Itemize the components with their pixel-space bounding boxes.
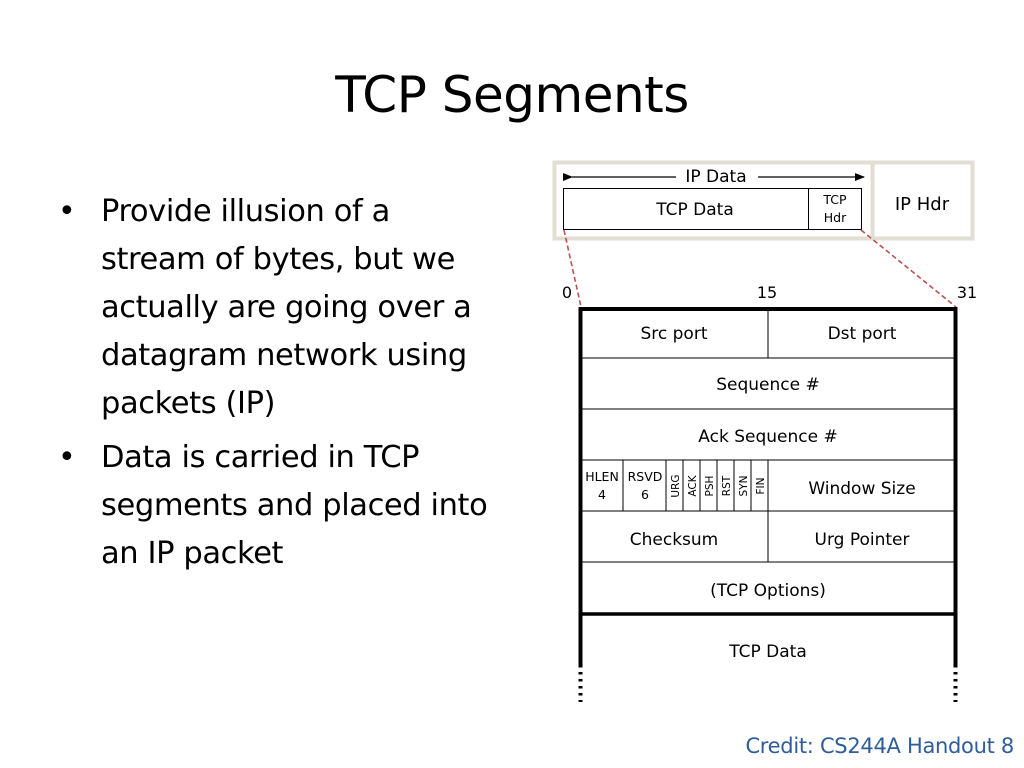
- urg-pointer-label: Urg Pointer: [815, 530, 910, 550]
- ip-data-label: IP Data: [685, 167, 746, 187]
- ack-sequence-label: Ack Sequence #: [698, 427, 837, 447]
- tcp-data-label: TCP Data: [655, 200, 734, 220]
- flag-urg: URG: [670, 474, 682, 497]
- slide-title: TCP Segments: [335, 66, 689, 124]
- hlen-label: HLEN: [585, 469, 619, 484]
- tcp-header-table: Src port Dst port Sequence # Ack Sequenc…: [578, 307, 958, 702]
- window-size-label: Window Size: [808, 479, 915, 499]
- bullet-icon: •: [58, 194, 76, 229]
- connector-right: [860, 229, 957, 308]
- flag-rst: RST: [721, 475, 733, 496]
- bit-index-31: 31: [957, 283, 977, 302]
- tcp-hdr-label-line1: TCP: [822, 192, 847, 207]
- tcp-data-box: [563, 188, 809, 230]
- bit-index-15: 15: [757, 283, 777, 302]
- bullet-text: Provide illusion of a stream of bytes, b…: [101, 194, 472, 421]
- ip-hdr-label: IP Hdr: [895, 194, 950, 215]
- ip-packet: IP Data TCP Data TCP Hdr IP Hdr: [552, 160, 975, 241]
- flag-psh: PSH: [704, 476, 716, 497]
- credit-text: Credit: CS244A Handout 8: [745, 734, 1014, 758]
- flag-syn: SYN: [738, 476, 750, 497]
- tcp-hdr-label-line2: Hdr: [824, 210, 847, 225]
- bullet-item: • Provide illusion of a stream of bytes,…: [58, 188, 503, 428]
- rsvd-label: RSVD: [628, 469, 663, 484]
- flag-ack: ACK: [687, 474, 699, 496]
- src-port-label: Src port: [640, 324, 707, 344]
- tcp-options-label: (TCP Options): [710, 581, 826, 601]
- connector-left: [563, 229, 582, 308]
- tcp-data-payload-label: TCP Data: [728, 642, 807, 662]
- ip-hdr-frame: [870, 160, 975, 241]
- bullet-item: • Data is carried in TCP segments and pl…: [58, 434, 503, 578]
- rsvd-bits: 6: [641, 487, 649, 502]
- bit-index-0: 0: [562, 283, 572, 302]
- sequence-label: Sequence #: [716, 375, 820, 395]
- checksum-label: Checksum: [630, 530, 719, 550]
- tcp-hdr-box: [808, 188, 862, 230]
- dst-port-label: Dst port: [828, 324, 897, 344]
- flag-fin: FIN: [755, 478, 767, 495]
- hlen-bits: 4: [598, 487, 606, 502]
- bullet-icon: •: [58, 440, 76, 475]
- bullet-list: • Provide illusion of a stream of bytes,…: [58, 188, 503, 584]
- bullet-text: Data is carried in TCP segments and plac…: [101, 440, 488, 571]
